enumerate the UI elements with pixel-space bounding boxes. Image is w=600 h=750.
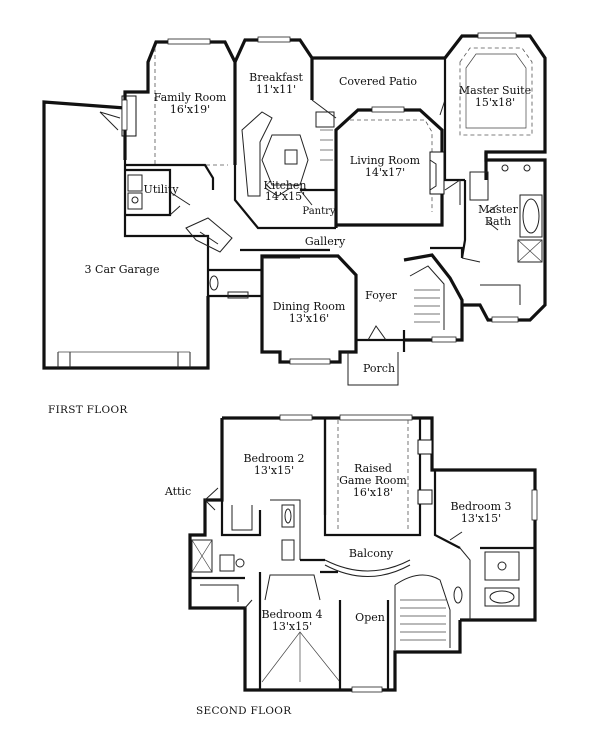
second-floor-plan <box>188 414 538 693</box>
powder-room-walls <box>185 217 262 299</box>
open-stair-walls <box>386 574 463 690</box>
dining-room-walls <box>260 254 358 365</box>
bedroom4-name: Bedroom 4 <box>261 608 322 621</box>
game-room-name-line1: Raised <box>354 462 392 475</box>
master-suite-walls <box>443 32 547 205</box>
balcony-name: Balcony <box>349 547 394 560</box>
utility-walls <box>125 168 191 217</box>
floor-captions: FIRST FLOOR SECOND FLOOR <box>48 404 292 717</box>
garage-name: 3 Car Garage <box>85 263 160 276</box>
family-room-walls <box>121 38 237 190</box>
bedroom3-walls <box>433 470 535 620</box>
open-name: Open <box>355 611 385 624</box>
dining-room-name: Dining Room <box>273 300 346 313</box>
bedroom2-name: Bedroom 2 <box>243 452 304 465</box>
dining-room-size: 13'x16' <box>289 312 329 325</box>
game-room-walls <box>323 418 433 537</box>
first-floor-caption: FIRST FLOOR <box>48 404 128 416</box>
master-suite-size: 15'x18' <box>475 96 515 109</box>
covered-patio-name: Covered Patio <box>339 75 417 88</box>
master-bath-name-line2: Bath <box>485 215 511 228</box>
breakfast-name: Breakfast <box>249 71 303 84</box>
game-room-size: 16'x18' <box>353 486 393 499</box>
bedroom2-size: 13'x15' <box>254 464 294 477</box>
master-suite-name: Master Suite <box>459 84 531 97</box>
balcony-walls <box>300 558 411 577</box>
pantry-name: Pantry <box>302 206 335 217</box>
utility-name: Utility <box>144 183 180 196</box>
gallery-foyer-walls <box>240 246 464 352</box>
porch-walls <box>347 325 404 386</box>
family-room-name: Family Room <box>154 91 227 104</box>
master-bath-name-line1: Master <box>478 203 518 216</box>
bedroom3-name: Bedroom 3 <box>450 500 511 513</box>
bedroom4-walls <box>258 570 342 690</box>
family-room-size: 16'x19' <box>170 103 210 116</box>
game-room-name-line2: Game Room <box>339 474 407 487</box>
living-room-walls <box>334 106 445 228</box>
master-closet-walls <box>461 257 547 323</box>
porch-name: Porch <box>363 362 395 375</box>
second-floor-labels: Bedroom 2 13'x15' Raised Game Room 16'x1… <box>164 452 512 633</box>
living-room-name: Living Room <box>350 154 421 167</box>
second-floor-caption: SECOND FLOOR <box>196 705 292 717</box>
living-room-size: 14'x17' <box>365 166 405 179</box>
kitchen-name: Kitchen <box>264 179 307 192</box>
bedroom4-size: 13'x15' <box>272 620 312 633</box>
left-bath-walls <box>190 539 253 609</box>
second-floor-outer-walls <box>188 414 538 693</box>
foyer-name: Foyer <box>365 289 397 302</box>
first-floor-plan <box>42 32 547 386</box>
kitchen-size: 14'x15' <box>265 190 305 203</box>
gallery-name: Gallery <box>305 235 346 248</box>
master-bath-walls <box>460 152 547 265</box>
breakfast-size: 11'x11' <box>256 83 296 96</box>
bedroom3-size: 13'x15' <box>461 512 501 525</box>
attic-name: Attic <box>164 485 191 498</box>
first-floor-labels: Family Room 16'x19' Breakfast 11'x11' Co… <box>85 71 532 375</box>
